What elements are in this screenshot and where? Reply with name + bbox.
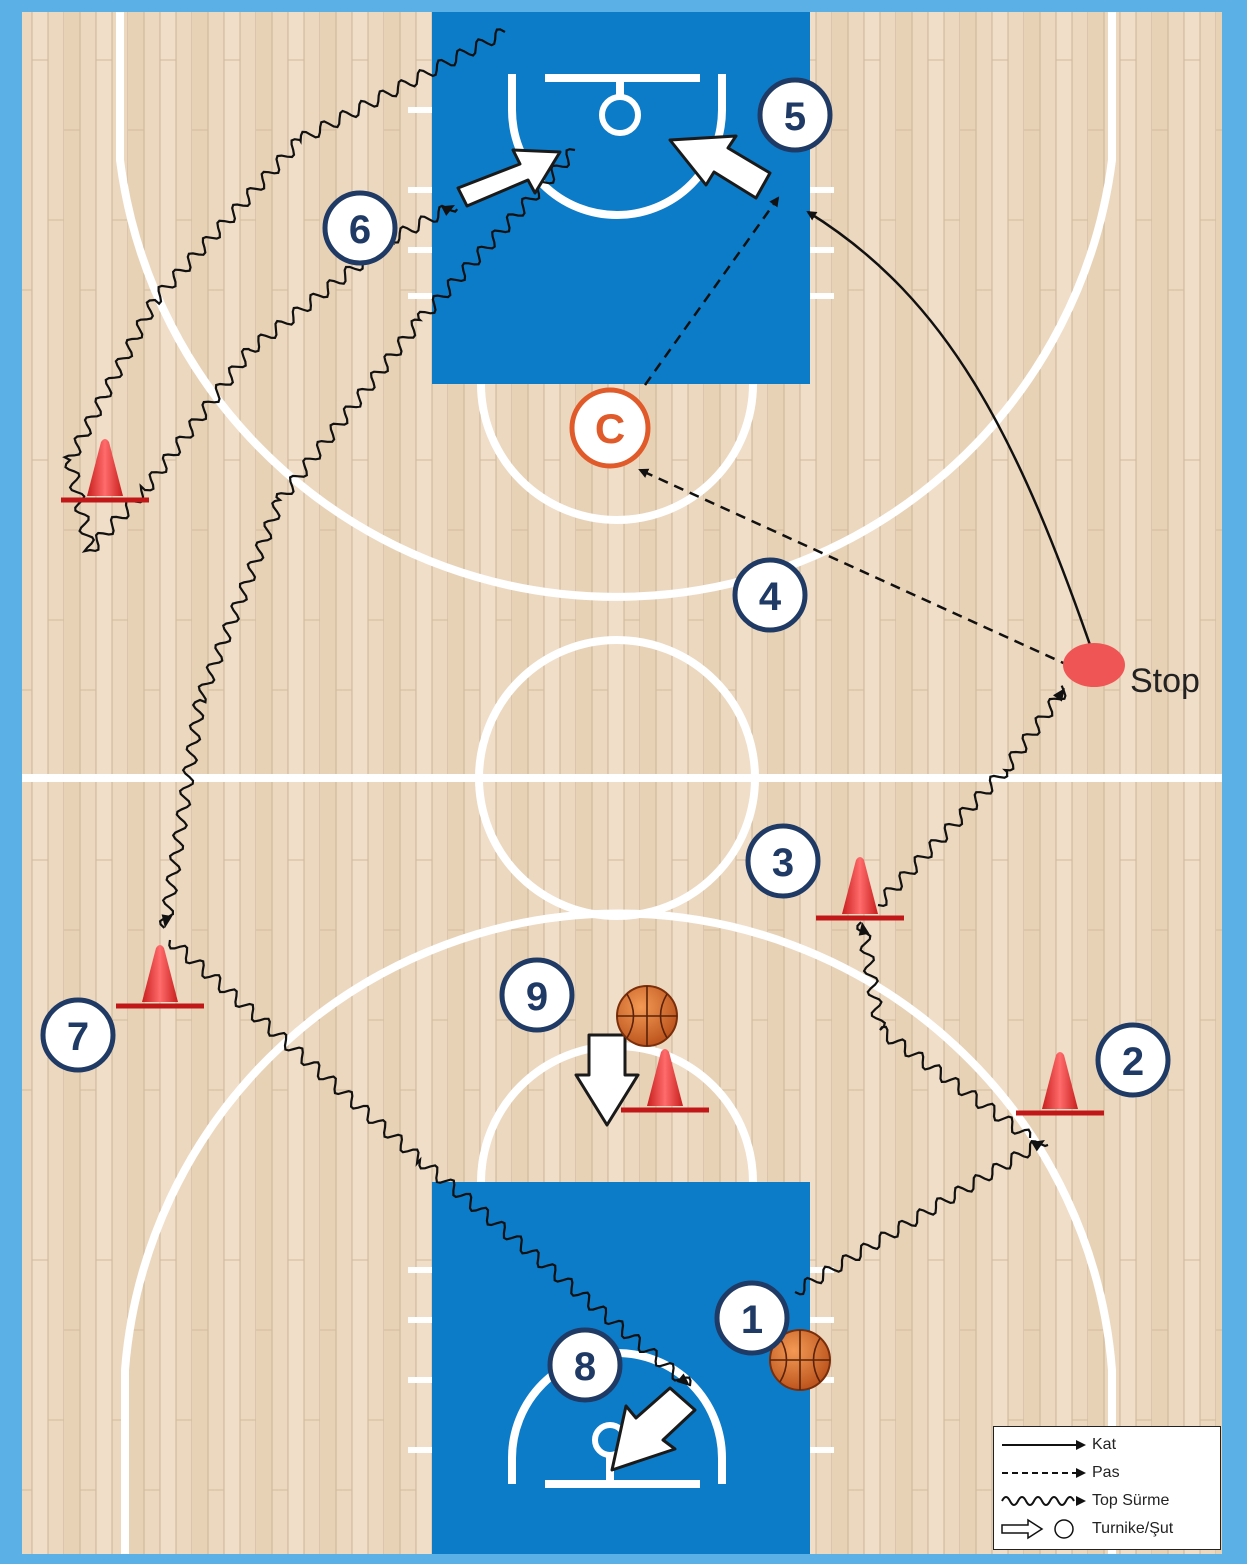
step-label-6: 6 [349,208,371,252]
step-marker-2: 2 [1098,1025,1168,1095]
basketball-top [617,986,677,1046]
step-label-1: 1 [741,1298,763,1342]
step-marker-1: 1 [717,1283,787,1353]
stop-dot [1063,643,1125,687]
legend-row-dribble: Top Sürme [994,1489,1222,1513]
legend-pass-sample [998,1461,1088,1485]
step-label-3: 3 [772,841,794,885]
legend-row-cut: Kat [994,1433,1222,1457]
legend: Kat Pas Top Sürme Turnike/Şut [993,1426,1221,1550]
legend-dribble-label: Top Sürme [1092,1492,1169,1510]
legend-cut-sample [998,1433,1088,1457]
step-marker-9: 9 [502,960,572,1030]
step-marker-3: 3 [748,826,818,896]
coach-marker: C [572,390,648,466]
legend-row-layup: Turnike/Şut [994,1517,1222,1541]
stop-label: Stop [1130,662,1200,700]
legend-layup-sample [998,1517,1088,1541]
legend-cut-label: Kat [1092,1436,1116,1454]
step-label-4: 4 [759,575,782,619]
step-label-7: 7 [67,1015,89,1059]
step-marker-6: 6 [325,193,395,263]
step-marker-5: 5 [760,80,830,150]
coach-label: C [595,405,625,452]
step-label-5: 5 [784,95,806,139]
step-marker-7: 7 [43,1000,113,1070]
legend-pass-label: Pas [1092,1464,1120,1482]
legend-dribble-sample [998,1489,1088,1513]
step-label-2: 2 [1122,1040,1144,1084]
legend-row-pass: Pas [994,1461,1222,1485]
step-label-8: 8 [574,1345,596,1389]
step-marker-4: 4 [735,560,805,630]
legend-layup-label: Turnike/Şut [1092,1520,1173,1538]
step-marker-8: 8 [550,1330,620,1400]
step-label-9: 9 [526,975,548,1019]
